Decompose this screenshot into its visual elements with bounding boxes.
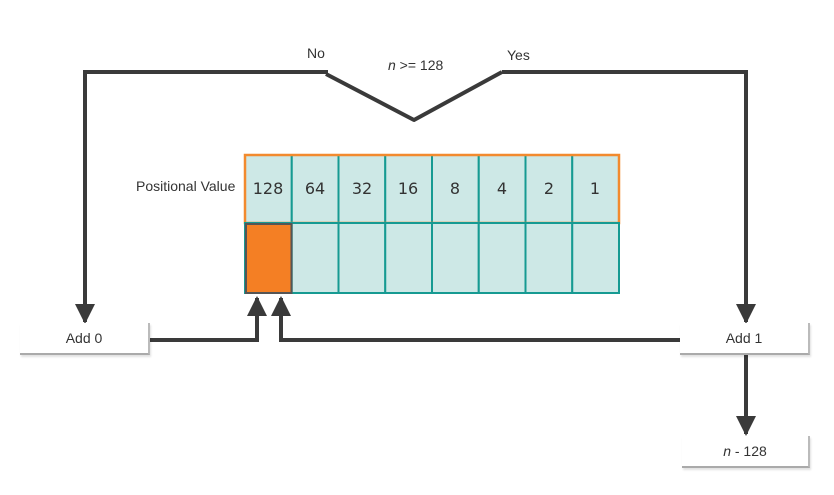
bit-cell — [337, 222, 387, 294]
add-zero-return-line — [150, 296, 267, 342]
yes-branch-line — [502, 70, 756, 324]
decision-vee — [325, 70, 503, 122]
add-one-box: Add 1 — [680, 323, 810, 355]
subtract-box: n - 128 — [682, 436, 810, 468]
remainder-variable: n — [723, 443, 731, 459]
pv-cell — [337, 154, 387, 224]
binary-digit-row — [244, 222, 620, 294]
bit-cell — [571, 222, 620, 294]
add-one-label: Add 1 — [725, 330, 763, 346]
no-branch-line — [75, 70, 328, 324]
bit-cell — [384, 222, 433, 294]
pv-value-128: 128 — [252, 179, 284, 198]
pv-value-32: 32 — [351, 179, 373, 198]
highlighted-bit-cell — [245, 223, 293, 294]
no-label: No — [307, 45, 325, 61]
pv-value-1: 1 — [589, 179, 601, 198]
pv-cell — [571, 154, 620, 224]
bit-cell — [524, 222, 574, 294]
bit-cell — [477, 222, 527, 294]
add-one-return-line — [271, 296, 680, 342]
add-zero-label: Add 0 — [65, 330, 103, 346]
add-zero-box: Add 0 — [20, 323, 150, 355]
pv-cell — [244, 154, 293, 224]
subtract-label: n - 128 — [723, 443, 767, 459]
bit-cell — [431, 222, 480, 294]
condition-label: n >= 128 — [388, 57, 443, 73]
pv-value-64: 64 — [304, 179, 326, 198]
pv-value-4: 4 — [496, 179, 508, 198]
yes-label: Yes — [507, 47, 530, 63]
pv-value-2: 2 — [543, 179, 555, 198]
pv-value-16: 16 — [397, 179, 419, 198]
remainder-operator: - 128 — [730, 443, 767, 459]
condition-variable: n — [388, 57, 396, 73]
pv-value-8: 8 — [449, 179, 461, 198]
condition-operator: >= 128 — [395, 57, 444, 73]
bit-cell — [290, 222, 340, 294]
positional-value-label: Positional Value — [136, 178, 236, 194]
